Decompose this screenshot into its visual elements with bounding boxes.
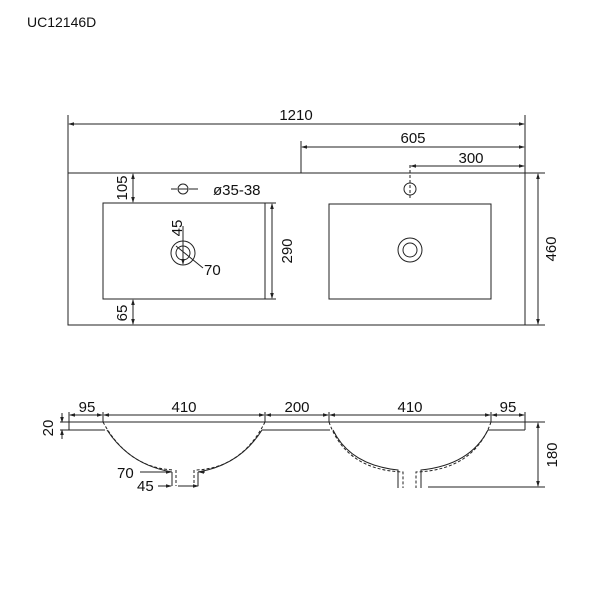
right-basin [328, 203, 492, 300]
dim-overall-depth: 460 [543, 236, 560, 261]
dim-drain-inner-side: 45 [137, 478, 154, 495]
dim-tap-offset: 300 [458, 150, 483, 167]
right-drain-icon [397, 237, 423, 263]
dim-overall-width: 1210 [279, 107, 312, 124]
dim-gap: 200 [284, 399, 309, 416]
left-basin [102, 202, 266, 300]
dim-slab-thickness: 20 [40, 420, 57, 437]
tap-hole-diameter-label: ø35-38 [213, 182, 261, 199]
model-number: UC12146D [27, 14, 97, 30]
dim-basin-depth: 290 [279, 238, 296, 263]
dim-half-width: 605 [400, 130, 425, 147]
dim-drain-outer: 70 [204, 262, 221, 279]
top-view: 1210 605 300 460 105 65 290 [67, 107, 560, 326]
dim-front-margin: 105 [114, 175, 131, 200]
countertop-outline [67, 172, 526, 326]
tap-hole-icon [171, 183, 198, 195]
dim-drain-inner: 45 [169, 220, 186, 237]
dim-right-basin-width: 410 [397, 399, 422, 416]
dim-total-height: 180 [544, 442, 561, 467]
dim-left-basin-width: 410 [171, 399, 196, 416]
dim-right-edge: 95 [500, 399, 517, 416]
right-tap-hole-icon [403, 182, 417, 196]
dim-back-margin: 65 [114, 305, 131, 322]
left-drain-icon [170, 226, 204, 269]
side-view: 20 95 410 200 410 95 70 45 [40, 399, 561, 495]
right-bowl-profile [332, 429, 399, 488]
dim-left-edge: 95 [79, 399, 96, 416]
dim-drain-outer-side: 70 [117, 465, 134, 482]
